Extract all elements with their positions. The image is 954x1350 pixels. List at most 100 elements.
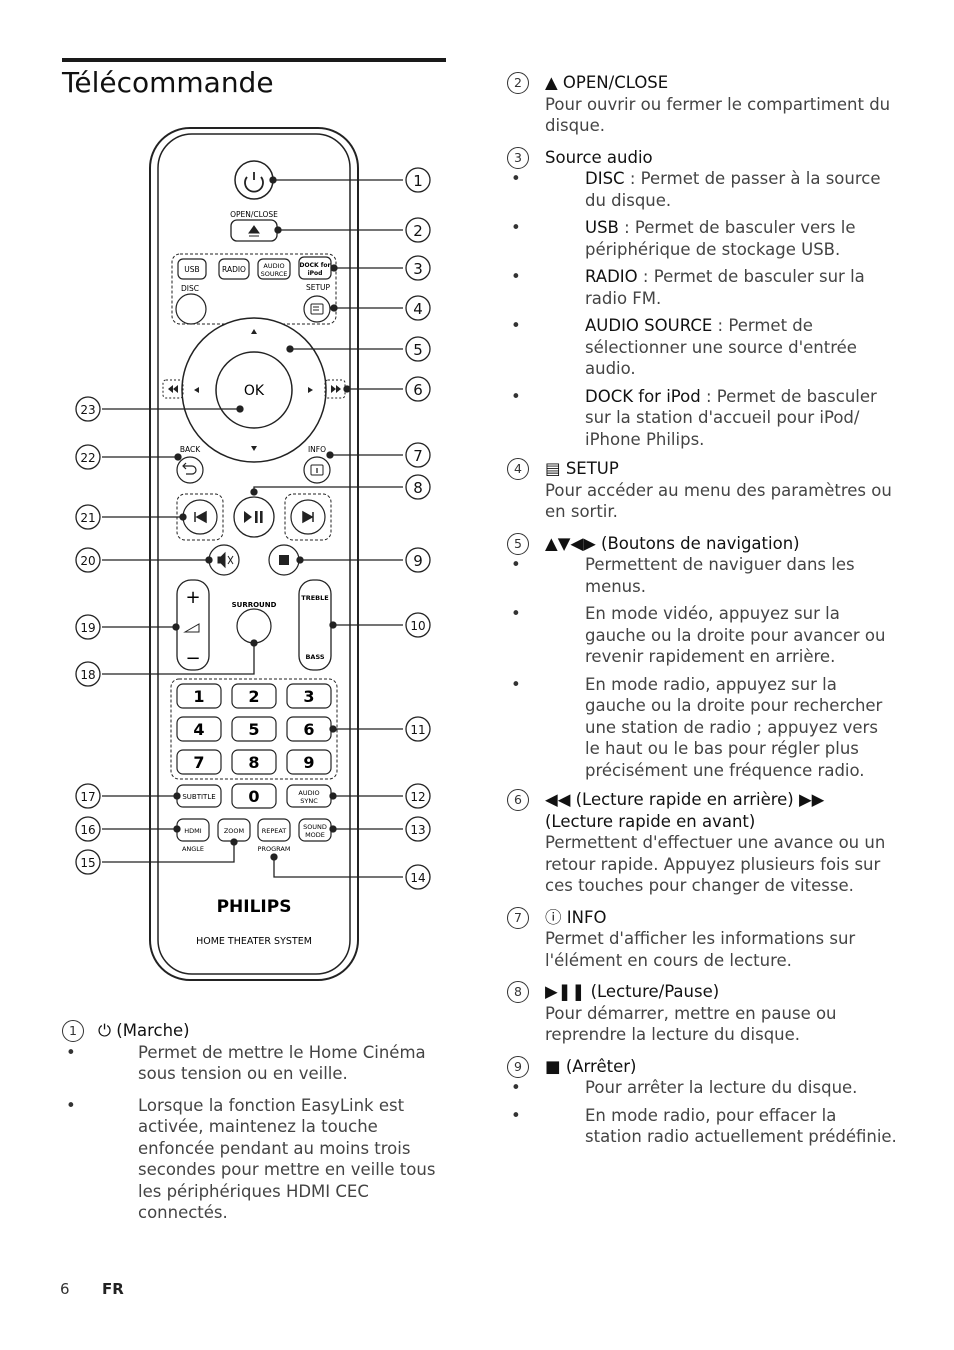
radio-label: RADIO bbox=[222, 265, 246, 274]
svg-text:REPEAT: REPEAT bbox=[262, 827, 287, 835]
svg-text:14: 14 bbox=[410, 871, 425, 885]
svg-text:2: 2 bbox=[413, 222, 423, 240]
open-close-label: OPEN/CLOSE bbox=[230, 210, 278, 219]
svg-text:8: 8 bbox=[413, 479, 423, 497]
list-item: 4 ▤ SETUP Pour accéder au menu des param… bbox=[507, 458, 897, 523]
bullet-item: En mode radio, pour effacer la station r… bbox=[507, 1105, 897, 1148]
item-heading: ▤ SETUP bbox=[545, 459, 619, 478]
list-item: 6 ◀◀ (Lecture rapide en arrière) ▶▶ (Lec… bbox=[507, 789, 897, 897]
subtitle-label: SUBTITLE bbox=[182, 793, 215, 801]
item-text: Pour accéder au menu des paramètres ou e… bbox=[545, 480, 892, 522]
svg-text:4: 4 bbox=[413, 300, 423, 318]
item-heading: ⏻ (Marche) bbox=[98, 1021, 190, 1040]
svg-text:9: 9 bbox=[303, 753, 314, 772]
remote-illustration: OPEN/CLOSE USB RADIO AUDIO SOURCE DOCK f… bbox=[75, 127, 431, 981]
svg-text:23: 23 bbox=[80, 403, 95, 417]
disc-label: DISC bbox=[181, 284, 199, 293]
svg-text:19: 19 bbox=[80, 621, 95, 635]
svg-text:ANGLE: ANGLE bbox=[182, 845, 204, 853]
item-text: Permet d'afficher les informations sur l… bbox=[545, 929, 856, 970]
bullet-item: USB : Permet de basculer vers le périphé… bbox=[507, 217, 897, 260]
bullet-text: Permet de mettre le Home Cinéma sous ten… bbox=[62, 1042, 447, 1085]
svg-text:6: 6 bbox=[413, 381, 423, 399]
item-number: 4 bbox=[507, 458, 529, 480]
list-item: 7 ⓘ INFO Permet d'afficher les informati… bbox=[507, 906, 897, 972]
item-number: 5 bbox=[507, 532, 529, 555]
bullet-item: En mode radio, appuyez sur la gauche ou … bbox=[507, 674, 897, 782]
svg-text:13: 13 bbox=[410, 823, 425, 837]
item-heading: ▲▼◀▶ (Boutons de navigation) bbox=[545, 533, 800, 553]
item-heading: ▲ OPEN/CLOSE bbox=[545, 73, 669, 92]
svg-text:16: 16 bbox=[80, 823, 95, 837]
svg-text:2: 2 bbox=[248, 687, 259, 706]
setup-label: SETUP bbox=[306, 283, 331, 292]
vol-minus-label: − bbox=[185, 648, 200, 669]
bullet-item: DISC : Permet de passer à la source du d… bbox=[507, 168, 897, 211]
bullet-item: Pour arrêter la lecture du disque. bbox=[507, 1077, 897, 1099]
page-number: 6 bbox=[60, 1280, 70, 1298]
list-item: 2 ▲ OPEN/CLOSE Pour ouvrir ou fermer le … bbox=[507, 72, 897, 137]
svg-text:21: 21 bbox=[80, 511, 95, 525]
info-label: INFO bbox=[308, 445, 326, 454]
treble-label: TREBLE bbox=[301, 594, 328, 602]
item-heading: ▶❚❚ (Lecture/Pause) bbox=[545, 982, 720, 1001]
title-rule bbox=[62, 58, 446, 62]
list-item: 1 ⏻ (Marche) Permet de mettre le Home Ci… bbox=[62, 1020, 447, 1224]
bass-label: BASS bbox=[305, 653, 324, 661]
list-item: 9 ■ (Arrêter) Pour arrêter la lecture du… bbox=[507, 1055, 897, 1148]
svg-text:3: 3 bbox=[303, 687, 314, 706]
svg-text:20: 20 bbox=[80, 554, 95, 568]
usb-label: USB bbox=[184, 265, 199, 274]
dock-label-2: iPod bbox=[308, 270, 323, 277]
audio-source-label-1: AUDIO bbox=[263, 262, 284, 270]
svg-text:3: 3 bbox=[413, 260, 423, 278]
right-column: 2 ▲ OPEN/CLOSE Pour ouvrir ou fermer le … bbox=[507, 72, 897, 1154]
item-text: Permettent d'effectuer une avance ou un … bbox=[545, 833, 886, 895]
svg-text:SYNC: SYNC bbox=[300, 797, 318, 805]
item-heading: ■ (Arrêter) bbox=[545, 1056, 637, 1076]
list-item: 3 Source audio DISC : Permet de passer à… bbox=[507, 146, 897, 451]
vol-plus-label: + bbox=[185, 587, 200, 608]
item-text: Pour ouvrir ou fermer le compartiment du… bbox=[545, 94, 891, 136]
bullet-item: En mode vidéo, appuyez sur la gauche ou … bbox=[507, 603, 897, 668]
svg-text:SOUND: SOUND bbox=[303, 823, 327, 831]
bullet-text: Lorsque la fonction EasyLink est activée… bbox=[62, 1095, 447, 1224]
svg-text:ZOOM: ZOOM bbox=[224, 827, 244, 835]
svg-text:MODE: MODE bbox=[305, 831, 325, 839]
item-number: 8 bbox=[507, 981, 529, 1003]
item-heading: ⓘ INFO bbox=[545, 907, 607, 927]
svg-text:5: 5 bbox=[413, 341, 423, 359]
svg-text:1: 1 bbox=[193, 687, 204, 706]
item-number: 2 bbox=[507, 72, 529, 94]
left-column: 1 ⏻ (Marche) Permet de mettre le Home Ci… bbox=[62, 1020, 447, 1230]
svg-text:12: 12 bbox=[410, 790, 425, 804]
svg-text:7: 7 bbox=[413, 447, 423, 465]
item-text: Pour démarrer, mettre en pause ou repren… bbox=[545, 1003, 837, 1045]
item-number: 7 bbox=[507, 906, 529, 929]
language-code: FR bbox=[102, 1280, 124, 1298]
list-item: 8 ▶❚❚ (Lecture/Pause) Pour démarrer, met… bbox=[507, 981, 897, 1046]
audio-source-label-2: SOURCE bbox=[261, 270, 288, 278]
svg-text:8: 8 bbox=[248, 753, 259, 772]
svg-text:4: 4 bbox=[193, 720, 204, 739]
brand-logo: PHILIPS bbox=[217, 897, 292, 917]
svg-text:6: 6 bbox=[303, 720, 314, 739]
list-item: 5 ▲▼◀▶ (Boutons de navigation) Permetten… bbox=[507, 532, 897, 782]
item-number: 6 bbox=[507, 789, 529, 811]
svg-text:22: 22 bbox=[80, 451, 95, 465]
svg-text:1: 1 bbox=[413, 172, 423, 190]
svg-text:10: 10 bbox=[410, 619, 425, 633]
bullet-item: DOCK for iPod : Permet de basculer sur l… bbox=[507, 386, 897, 451]
svg-text:17: 17 bbox=[80, 790, 95, 804]
svg-text:9: 9 bbox=[413, 552, 423, 570]
svg-text:7: 7 bbox=[193, 753, 204, 772]
item-heading: ◀◀ (Lecture rapide en arrière) ▶▶ (Lectu… bbox=[545, 790, 825, 831]
dock-label-1: DOCK for bbox=[300, 262, 331, 269]
bullet-item: RADIO : Permet de basculer sur la radio … bbox=[507, 266, 897, 309]
svg-text:18: 18 bbox=[80, 668, 95, 682]
surround-label: SURROUND bbox=[232, 601, 277, 609]
model-label: HOME THEATER SYSTEM bbox=[196, 936, 312, 947]
item-heading: Source audio bbox=[545, 147, 653, 167]
item-number: 9 bbox=[507, 1055, 529, 1078]
bullet-item: AUDIO SOURCE : Permet de sélectionner un… bbox=[507, 315, 897, 380]
